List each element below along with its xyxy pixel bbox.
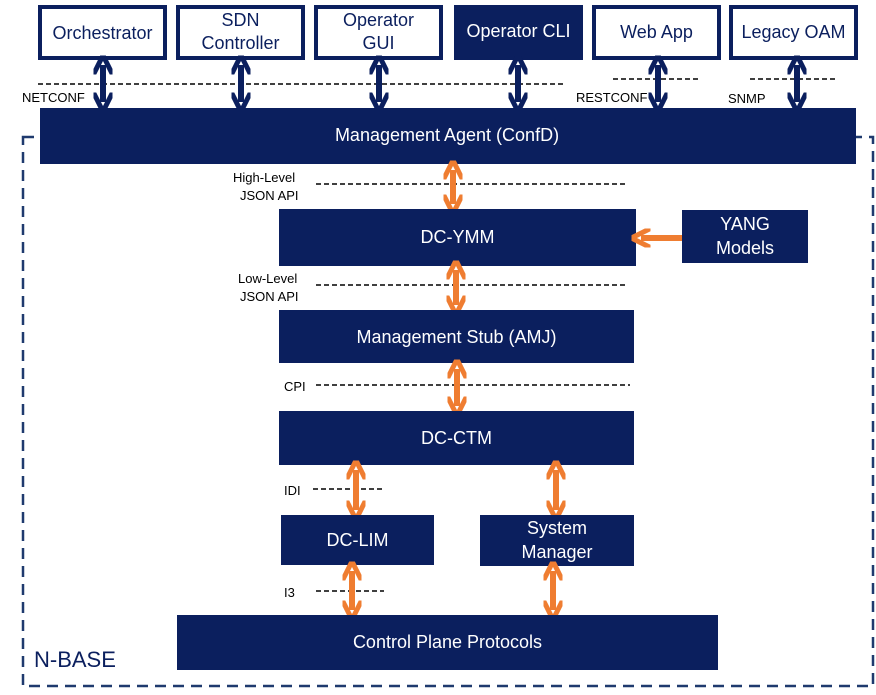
sdn-controller-box: SDN Controller bbox=[176, 5, 305, 60]
control-plane-protocols-label: Control Plane Protocols bbox=[353, 632, 542, 652]
management-stub-label: Management Stub (AMJ) bbox=[356, 327, 556, 347]
nbase-label: N-BASE bbox=[34, 647, 116, 672]
dc-lim-label: DC-LIM bbox=[327, 530, 389, 550]
dc-ctm-box: DC-CTM bbox=[279, 411, 634, 465]
dc-ymm-label: DC-YMM bbox=[421, 227, 495, 247]
sdn-controller-label-line1: SDN bbox=[221, 10, 259, 30]
legacy-oam-label: Legacy OAM bbox=[741, 22, 845, 42]
dc-ymm-box: DC-YMM bbox=[279, 209, 636, 266]
orchestrator-box: Orchestrator bbox=[38, 5, 167, 60]
sdn-controller-label-line2: Controller bbox=[201, 33, 279, 53]
low-level-label-line2: JSON API bbox=[240, 289, 299, 304]
legacy-oam-box: Legacy OAM bbox=[729, 5, 858, 60]
operator-gui-box: Operator GUI bbox=[314, 5, 443, 60]
system-manager-box: System Manager bbox=[480, 515, 634, 566]
netconf-label: NETCONF bbox=[22, 90, 85, 105]
management-agent-box: Management Agent (ConfD) bbox=[40, 108, 856, 164]
orchestrator-label: Orchestrator bbox=[52, 23, 152, 43]
web-app-box: Web App bbox=[592, 5, 721, 60]
high-level-label-line1: High-Level bbox=[233, 170, 295, 185]
idi-label: IDI bbox=[284, 483, 301, 498]
operator-gui-label-line2: GUI bbox=[362, 33, 394, 53]
yang-models-label-line1: YANG bbox=[720, 214, 770, 234]
operator-gui-label-line1: Operator bbox=[343, 10, 414, 30]
operator-cli-label: Operator CLI bbox=[466, 21, 570, 41]
low-level-label-line1: Low-Level bbox=[238, 271, 297, 286]
system-manager-label-line1: System bbox=[527, 518, 587, 538]
restconf-label: RESTCONF bbox=[576, 90, 648, 105]
system-manager-label-line2: Manager bbox=[521, 542, 592, 562]
i3-label: I3 bbox=[284, 585, 295, 600]
dc-ctm-label: DC-CTM bbox=[421, 428, 492, 448]
management-agent-label: Management Agent (ConfD) bbox=[335, 125, 559, 145]
web-app-label: Web App bbox=[620, 22, 693, 42]
control-plane-protocols-box: Control Plane Protocols bbox=[177, 615, 718, 670]
snmp-label: SNMP bbox=[728, 91, 766, 106]
cpi-label: CPI bbox=[284, 379, 306, 394]
yang-models-box: YANG Models bbox=[682, 210, 808, 263]
dc-lim-box: DC-LIM bbox=[281, 515, 434, 565]
operator-cli-box: Operator CLI bbox=[454, 5, 583, 60]
yang-models-label-line2: Models bbox=[716, 238, 774, 258]
management-stub-box: Management Stub (AMJ) bbox=[279, 310, 634, 363]
high-level-label-line2: JSON API bbox=[240, 188, 299, 203]
